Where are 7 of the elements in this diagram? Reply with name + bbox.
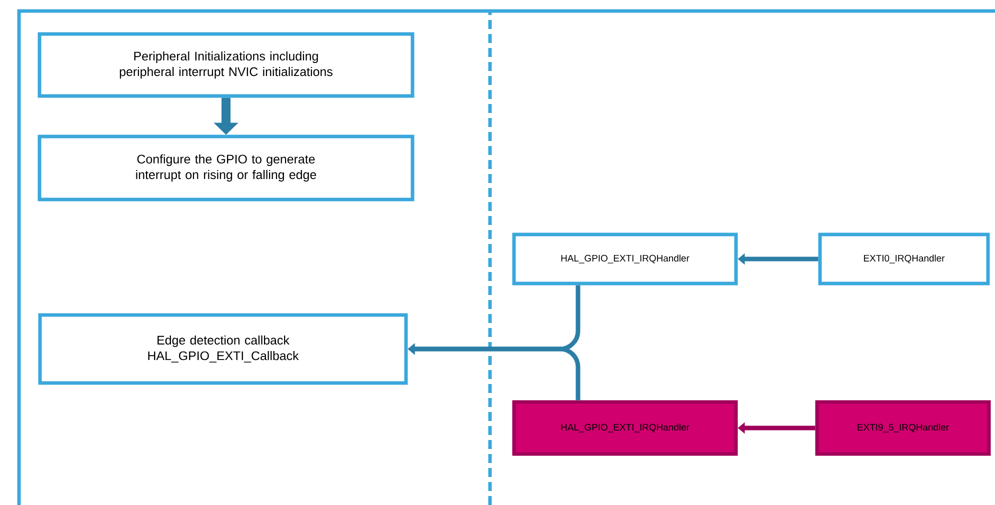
- process-box: Peripheral Initializations including peripheral interrupt NVIC initializations: [38, 32, 414, 98]
- interrupt-box: EXTI0_IRQHandler: [818, 232, 990, 286]
- process-box: Configure the GPIO to generate interrupt on rising or falling edge: [38, 134, 414, 202]
- handler-box: HAL_GPIO_EXTI_IRQHandler: [512, 232, 738, 286]
- interrupt-box: EXTI9_5_IRQHandler: [815, 400, 991, 456]
- handler-box: HAL_GPIO_EXTI_IRQHandler: [512, 400, 738, 456]
- callback-box: Edge detection callback HAL_GPIO_EXTI_Callback: [38, 313, 408, 385]
